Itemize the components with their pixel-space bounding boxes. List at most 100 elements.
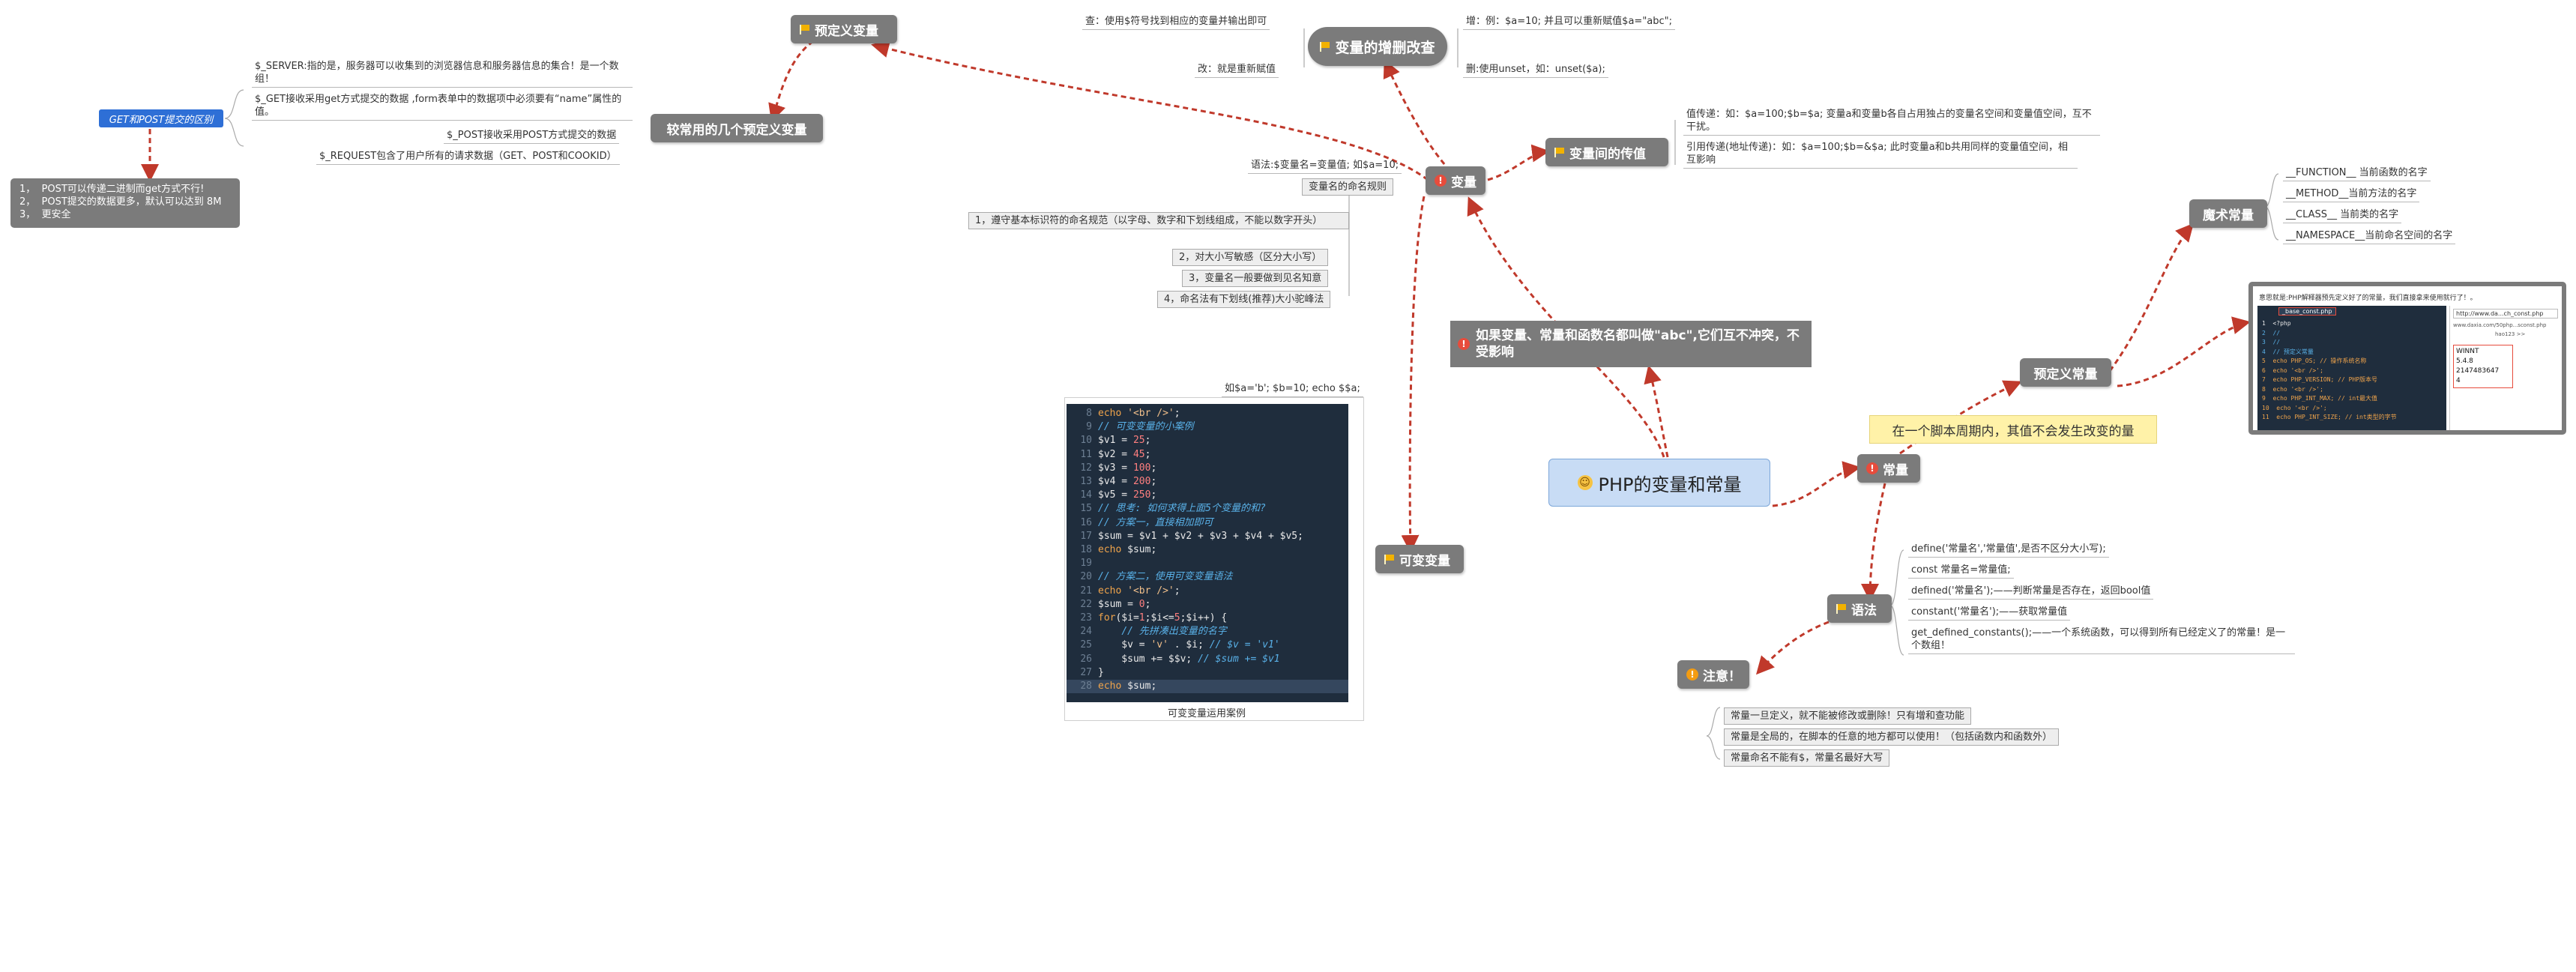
predef-server: $_SERVER:指的是，服务器可以收集到的浏览器信息和服务器信息的集合！是一个… bbox=[252, 60, 633, 88]
code-line: 24 // 先拼凑出变量的名字 bbox=[1067, 625, 1348, 639]
crud-title: 变量的增删改查 bbox=[1335, 39, 1435, 56]
bracket-syntax bbox=[1889, 549, 1904, 656]
variable-node[interactable]: ! 变量 bbox=[1426, 166, 1485, 195]
line-number: 10 bbox=[1080, 435, 1092, 447]
screenshot-code-line: 4 // 预定义常量 bbox=[2262, 348, 2314, 355]
bracket-server bbox=[224, 89, 244, 147]
link-predef-magic bbox=[2108, 223, 2194, 372]
screenshot-code-line: 7 echo PHP_VERSION; // PHP版本号 bbox=[2262, 376, 2378, 383]
browser-bookmark[interactable]: hao123 >> bbox=[2495, 331, 2526, 337]
code-token: 25 bbox=[1132, 435, 1145, 447]
naming-rule-2: 2，对大小写敏感（区分大小写） bbox=[1172, 249, 1329, 266]
passing-node[interactable]: 变量间的传值 bbox=[1545, 138, 1668, 166]
code-token: 200 bbox=[1132, 476, 1151, 488]
screenshot-browser: http://www.da...ch_const.php www.daxia.c… bbox=[2449, 306, 2562, 430]
code-caption: 可变变量运用案例 bbox=[1167, 708, 1246, 719]
code-token: 1 bbox=[1138, 612, 1145, 624]
code-token: 250 bbox=[1132, 489, 1151, 501]
line-number: 12 bbox=[1080, 462, 1092, 474]
code-token: 45 bbox=[1132, 448, 1145, 460]
code-token: ; bbox=[1150, 476, 1157, 488]
line-number: 27 bbox=[1080, 666, 1092, 678]
pass-by-ref: 引用传递(地址传递)：如：$a=100;$b=&$a; 此时变量a和b共用同样的… bbox=[1683, 141, 2078, 169]
common-predef-node[interactable]: 较常用的几个预定义变量 bbox=[651, 114, 823, 142]
syntax-const: const 常量名=常量值; bbox=[1908, 564, 2014, 579]
editor-tab[interactable]: _base_const.php bbox=[2278, 307, 2336, 316]
line-number: 11 bbox=[1080, 448, 1092, 460]
code-line: 19 bbox=[1067, 557, 1348, 570]
root-node[interactable]: ☺ PHP的变量和常量 bbox=[1548, 459, 1770, 507]
code-token: ; bbox=[1174, 408, 1180, 419]
code-line: 13$v4 = 200; bbox=[1067, 475, 1348, 489]
code-token: ; bbox=[1144, 598, 1151, 610]
code-token bbox=[1098, 625, 1121, 639]
same-name-note: ! 如果变量、常量和函数名都叫做"abc",它们互不冲突，不受影响 bbox=[1450, 321, 1812, 367]
screenshot-result-line: 5.4.8 bbox=[2456, 357, 2473, 365]
warning-icon: ! bbox=[1866, 462, 1878, 474]
line-number: 16 bbox=[1080, 516, 1092, 528]
predef-const-node[interactable]: 预定义常量 bbox=[2020, 358, 2111, 387]
code-line: 27} bbox=[1067, 666, 1348, 680]
crud-node[interactable]: 变量的增删改查 bbox=[1308, 27, 1447, 66]
line-number: 23 bbox=[1080, 612, 1092, 624]
syntax-get-defined: get_defined_constants();——一个系统函数，可以得到所有已… bbox=[1908, 627, 2295, 654]
code-token: ($i= bbox=[1115, 612, 1139, 624]
get-post-diff-label[interactable]: GET和POST提交的区别 bbox=[99, 109, 223, 127]
code-line: 12$v3 = 100; bbox=[1067, 462, 1348, 475]
screenshot-code-line: 6 echo '<br />'; bbox=[2262, 366, 2323, 374]
variable-syntax: 语法:$变量名=变量值; 如$a=10; bbox=[1248, 159, 1402, 174]
magic-namespace: __NAMESPACE__当前命名空间的名字 bbox=[2283, 229, 2456, 244]
notice-node[interactable]: ! 注意！ bbox=[1677, 660, 1749, 689]
code-token: '<br />' bbox=[1127, 585, 1174, 597]
warning-icon: ! bbox=[1686, 668, 1698, 680]
code-token: 5 bbox=[1174, 612, 1180, 624]
notice-2: 常量是全局的，在脚本的任意的地方都可以使用！（包括函数内和函数外） bbox=[1724, 728, 2060, 746]
code-token: echo bbox=[1098, 680, 1122, 692]
browser-url[interactable]: http://www.da...ch_const.php bbox=[2453, 309, 2558, 319]
code-line: 20// 方案二，使用可变变量语法 bbox=[1067, 570, 1348, 584]
code-line: 16// 方案一，直接相加即可 bbox=[1067, 516, 1348, 530]
browser-url-2[interactable]: www.daxia.com/50php...sconst.php bbox=[2453, 322, 2547, 328]
code-token: $sum += $$v; bbox=[1098, 653, 1198, 665]
predef-request: $_REQUEST包含了用户所有的请求数据（GET、POST和COOKID） bbox=[316, 150, 620, 165]
magic-const-node[interactable]: 魔术常量 bbox=[2189, 199, 2267, 228]
code-token: // $sum += $v1 bbox=[1198, 653, 1280, 665]
syntax-constant: constant('常量名');——获取常量值 bbox=[1908, 606, 2071, 621]
link-var-crud bbox=[1383, 59, 1452, 172]
screenshot-result-line: 4 bbox=[2456, 377, 2461, 384]
crud-query: 查：使用$符号找到相应的变量并输出即可 bbox=[1082, 15, 1270, 30]
code-token: ;$i<= bbox=[1144, 612, 1174, 624]
line-number: 26 bbox=[1080, 653, 1092, 665]
link-var-varvar bbox=[1401, 196, 1426, 553]
screenshot-result-line: WINNT bbox=[2456, 348, 2479, 355]
code-token: echo bbox=[1098, 408, 1122, 419]
code-line: 26 $sum += $$v; // $sum += $v1 bbox=[1067, 653, 1348, 666]
code-line: 10$v1 = 25; bbox=[1067, 434, 1348, 447]
code-token: $v4 = bbox=[1098, 476, 1133, 488]
constant-node[interactable]: ! 常量 bbox=[1857, 454, 1920, 483]
screenshot-code-line: 10 echo '<br />'; bbox=[2262, 404, 2327, 411]
flag-icon bbox=[800, 24, 810, 34]
flag-icon bbox=[1384, 554, 1395, 564]
line-number: 18 bbox=[1080, 544, 1092, 556]
varvar-title: 可变变量 bbox=[1399, 553, 1450, 569]
varvar-node[interactable]: 可变变量 bbox=[1375, 545, 1464, 573]
code-line: 11$v2 = 45; bbox=[1067, 448, 1348, 462]
link-const-syntax bbox=[1861, 483, 1886, 602]
predef-const-screenshot: 意思就是:PHP解释器预先定义好了的常量，我们直接拿来使用就行了！。 _base… bbox=[2248, 282, 2566, 435]
screenshot-code-line: 1 <?php bbox=[2262, 320, 2291, 327]
link-predef-common bbox=[768, 40, 814, 122]
notice-title: 注意！ bbox=[1703, 668, 1741, 684]
predef-var-node[interactable]: 预定义变量 bbox=[791, 15, 897, 43]
code-token: ; bbox=[1144, 448, 1151, 460]
syntax-node[interactable]: 语法 bbox=[1827, 594, 1892, 623]
magic-method: __METHOD__当前方法的名字 bbox=[2283, 187, 2420, 202]
line-number: 15 bbox=[1080, 503, 1092, 515]
screenshot-code-line: 2 // bbox=[2262, 329, 2281, 336]
